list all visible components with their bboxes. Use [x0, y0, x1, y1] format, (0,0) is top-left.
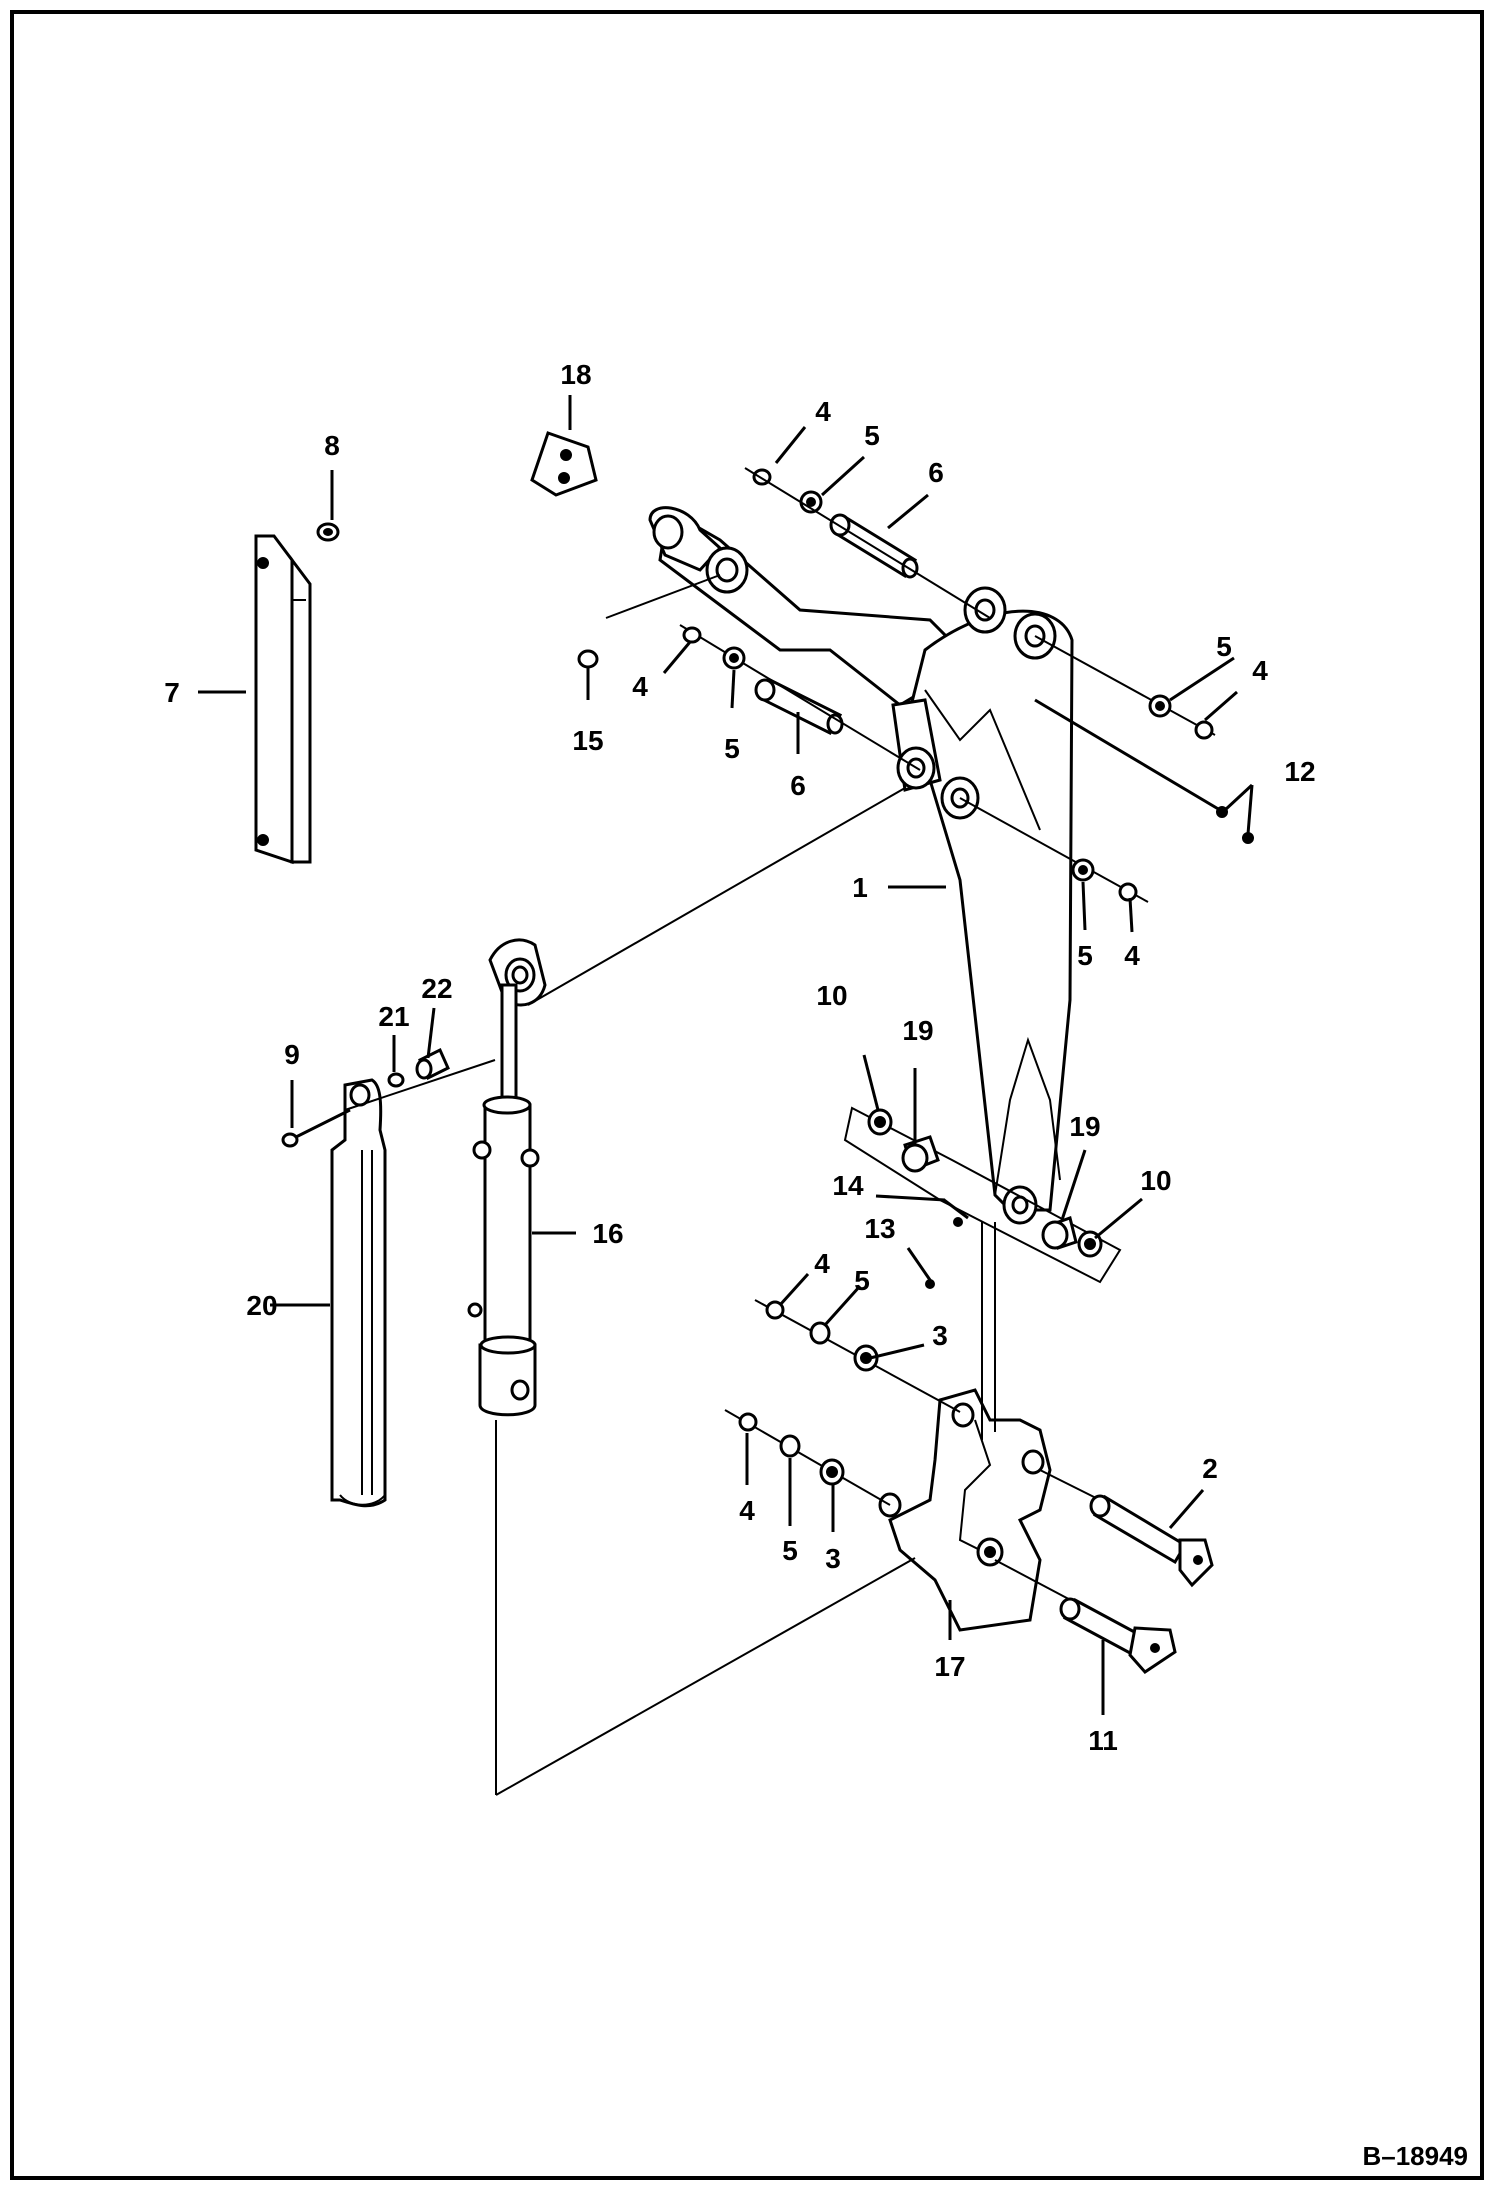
- part-14-fitting: [943, 1198, 969, 1227]
- callout-9: 9: [284, 1039, 300, 1070]
- callout-11: 11: [1088, 1725, 1118, 1756]
- mid-right-washers: [959, 797, 1149, 903]
- callout-1: 1: [852, 872, 868, 903]
- part-19-bushing-left: [901, 1135, 940, 1173]
- callout-3: 3: [825, 1543, 841, 1574]
- callout-4: 4: [632, 671, 648, 702]
- part-8-nut: [316, 522, 340, 542]
- callout-16: 16: [592, 1218, 623, 1249]
- callout-4: 4: [1124, 940, 1140, 971]
- callout-12: 12: [1284, 756, 1315, 787]
- callout-labels: 1 2 3 3 4 4 4 4 4 4 5 5 5 5 5 5 6 6 7 8 …: [164, 359, 1315, 1756]
- part-17-swing-bracket: [878, 1388, 1052, 1632]
- callout-17: 17: [934, 1651, 965, 1682]
- callout-4: 4: [814, 1248, 830, 1279]
- washer-stack-lower: [724, 1409, 891, 1506]
- callout-20: 20: [246, 1290, 277, 1321]
- callout-5: 5: [782, 1535, 798, 1566]
- part-12-rod: [1034, 698, 1254, 844]
- part-6-lower-pin: [754, 678, 844, 735]
- callout-10: 10: [1140, 1165, 1171, 1196]
- part-21-washer: [387, 1072, 405, 1088]
- callout-14: 14: [832, 1170, 864, 1201]
- callout-18: 18: [560, 359, 591, 390]
- callout-5: 5: [724, 733, 740, 764]
- callout-3: 3: [932, 1320, 948, 1351]
- upper-left-washers: [744, 467, 991, 619]
- part-16-cylinder: [467, 938, 547, 1417]
- callout-4: 4: [815, 396, 831, 427]
- callout-19: 19: [902, 1015, 933, 1046]
- upper-right-washers: [1034, 635, 1216, 740]
- callout-4: 4: [1252, 655, 1268, 686]
- callout-2: 2: [1202, 1453, 1218, 1484]
- callout-15: 15: [572, 725, 603, 756]
- figure-reference-number: B–18949: [1362, 2141, 1468, 2171]
- part-22-spacer: [415, 1047, 450, 1081]
- callout-21: 21: [378, 1001, 409, 1032]
- callout-5: 5: [864, 420, 880, 451]
- callout-4: 4: [739, 1495, 755, 1526]
- callout-8: 8: [324, 430, 340, 461]
- part-7-bracket: [254, 534, 312, 865]
- callout-6: 6: [928, 457, 944, 488]
- callout-19: 19: [1069, 1111, 1100, 1142]
- callout-7: 7: [164, 677, 180, 708]
- leader-lines: [198, 395, 1254, 1715]
- callout-5: 5: [1077, 940, 1093, 971]
- assembly-lines: [344, 574, 996, 1796]
- part-19-bushing-right: [1041, 1216, 1078, 1250]
- part-13-fitting: [925, 1279, 935, 1289]
- callout-22: 22: [421, 973, 452, 1004]
- mount-plate: [843, 1106, 1122, 1284]
- callout-13: 13: [864, 1213, 895, 1244]
- diagram-frame: [10, 10, 1484, 2180]
- callout-6: 6: [790, 770, 806, 801]
- part-9-screw: [281, 1108, 351, 1148]
- callout-5: 5: [1216, 631, 1232, 662]
- mid-left-washers: [577, 624, 921, 771]
- callout-5: 5: [854, 1265, 870, 1296]
- part-18-plate: [530, 431, 598, 497]
- washer-stack-upper: [754, 1299, 961, 1413]
- part-11-pin: [994, 1559, 1177, 1674]
- part-20-channel: [330, 1078, 387, 1508]
- part-1-arm: [648, 506, 1074, 1225]
- callout-10: 10: [816, 980, 847, 1011]
- part-2-pin: [1039, 1469, 1214, 1588]
